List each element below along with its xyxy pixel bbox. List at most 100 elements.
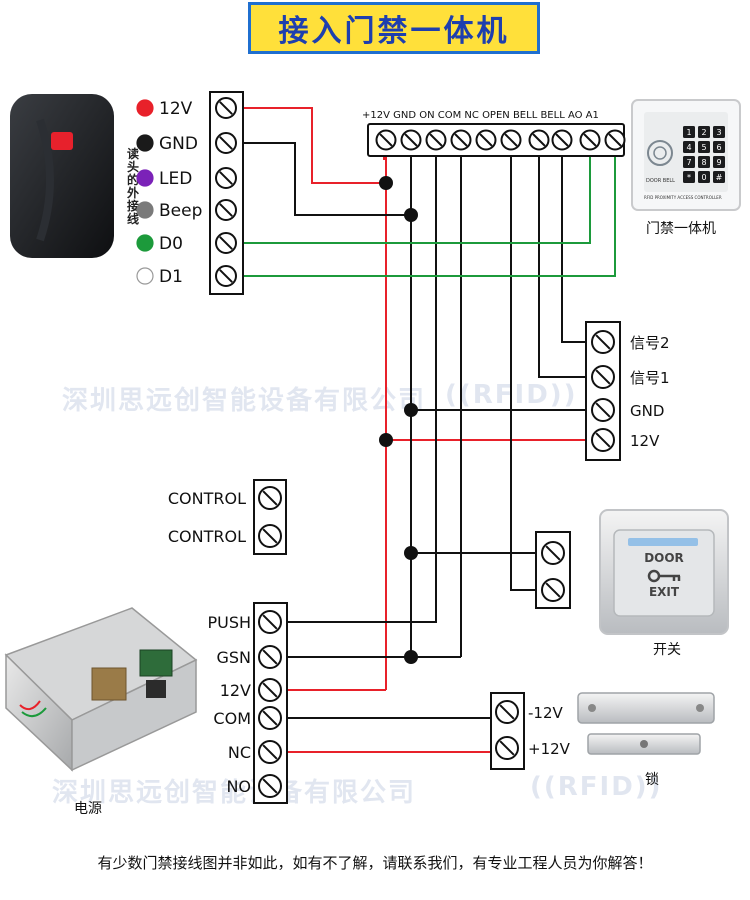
- reader-terminal-label: D0: [159, 234, 183, 254]
- terminal-screw: [591, 365, 615, 389]
- lock-terminal-label: +12V: [528, 740, 571, 758]
- keypad-key: [698, 171, 710, 183]
- power-terminal-label: COM: [213, 709, 251, 728]
- switch-exit-text: EXIT: [649, 585, 680, 599]
- reader-terminal-label: D1: [159, 267, 183, 287]
- terminal-screw: [551, 129, 573, 151]
- keypad-key: [713, 171, 725, 183]
- terminal-screw: [215, 132, 237, 154]
- terminal-screw: [215, 97, 237, 119]
- terminal-screw: [258, 524, 282, 548]
- keypad-key-label: 5: [701, 143, 706, 152]
- keypad-key-label: 2: [701, 128, 706, 137]
- keypad-key-label: 1: [686, 128, 691, 137]
- wire-color-dot: [136, 201, 154, 219]
- lock-terminals: -12V +12V: [495, 700, 571, 760]
- terminal-screw: [528, 129, 550, 151]
- control-terminal-label: CONTROL: [168, 527, 246, 546]
- access-controller-device: DOOR BELL RFID PROXIMITY ACCESS CONTROLL…: [631, 99, 741, 211]
- terminal-screw: [450, 129, 472, 151]
- reader-terminal-label: 12V: [159, 99, 193, 119]
- reader-terminal-label: LED: [159, 169, 192, 189]
- wire-color-dot: [136, 169, 154, 187]
- wire-d0: [242, 150, 591, 244]
- terminal-screw: [258, 678, 282, 702]
- keypad-key: [698, 156, 710, 168]
- key-icon: [647, 569, 681, 583]
- keypad-key: [698, 141, 710, 153]
- signal-terminal-label: 信号1: [630, 369, 670, 387]
- terminal-screw: [258, 486, 282, 510]
- magnetic-lock: [577, 692, 715, 755]
- lock-terminal-label: -12V: [528, 704, 563, 722]
- footnote: 有少数门禁接线图并非如此，如有不了解，请联系我们，有专业工程人员为你解答！: [97, 854, 653, 872]
- controller-caption: 门禁一体机: [646, 221, 716, 237]
- terminal-screw: [215, 232, 237, 254]
- power-terminal-label: PUSH: [207, 613, 251, 632]
- terminal-screw: [591, 398, 615, 422]
- device-door-bell-text: DOOR BELL: [646, 178, 675, 184]
- switch-caption: 开关: [653, 642, 681, 658]
- keypad-key: [683, 156, 695, 168]
- signal-terminal-label: GND: [630, 402, 664, 420]
- power-terminal-label: NC: [228, 743, 251, 762]
- terminal-screw: [258, 645, 282, 669]
- keypad-key-label: *: [687, 173, 691, 182]
- keypad-key: [698, 126, 710, 138]
- wire-color-dot: [136, 267, 154, 285]
- keypad-key-label: 6: [716, 143, 721, 152]
- terminal-screw: [495, 736, 519, 760]
- terminal-screw: [541, 578, 565, 602]
- keypad-key: [683, 141, 695, 153]
- junction-dot: [404, 208, 418, 222]
- keypad-key: [713, 141, 725, 153]
- terminal-screw: [495, 700, 519, 724]
- power-terminal-block: [253, 602, 288, 804]
- keypad-key-label: 9: [716, 158, 721, 167]
- wire-reader-12v: [242, 107, 386, 184]
- signal-terminal-label: 12V: [630, 432, 660, 450]
- junction-dot: [379, 433, 393, 447]
- terminal-screw: [400, 129, 422, 151]
- exit-switch: DOOR EXIT: [599, 509, 729, 635]
- power-terminal-label: GSN: [216, 648, 251, 667]
- keypad-key: [713, 126, 725, 138]
- power-terminal-label: 12V: [220, 681, 251, 700]
- wire-reader-gnd: [242, 142, 411, 216]
- terminal-screw: [591, 330, 615, 354]
- switch-door-text: DOOR: [644, 551, 684, 565]
- wire-ctrl-open: [510, 150, 537, 591]
- controller-screws: [375, 129, 626, 151]
- terminal-screw: [500, 129, 522, 151]
- wire-ctrl-on: [288, 150, 437, 623]
- keypad-key-label: 0: [701, 173, 706, 182]
- keypad-key-label: 8: [701, 158, 706, 167]
- wire-ctrl-bell1: [538, 150, 585, 378]
- reader-terminal-label: GND: [159, 134, 198, 154]
- terminal-screw: [258, 706, 282, 730]
- terminal-screw: [258, 610, 282, 634]
- wire-color-dot: [136, 99, 154, 117]
- reader-led-icon: [51, 132, 73, 150]
- junction-dot: [404, 546, 418, 560]
- keypad-key-label: 3: [716, 128, 721, 137]
- wire-ctrl-bell2: [561, 150, 585, 343]
- terminal-screw: [579, 129, 601, 151]
- terminal-screw: [425, 129, 447, 151]
- junction-dot: [379, 176, 393, 190]
- terminal-screw: [215, 167, 237, 189]
- junction-dot: [404, 650, 418, 664]
- terminal-screw: [604, 129, 626, 151]
- switch-terminals: [541, 541, 565, 602]
- signal-terminal-label: 信号2: [630, 334, 670, 352]
- page-title: 接入门禁一体机: [278, 14, 510, 49]
- reader-side-label: 读头的外接线: [127, 146, 139, 226]
- card-reader-logo: [36, 118, 54, 242]
- title-banner: 接入门禁一体机: [248, 2, 540, 54]
- reader-terminal-label: Beep: [159, 201, 202, 221]
